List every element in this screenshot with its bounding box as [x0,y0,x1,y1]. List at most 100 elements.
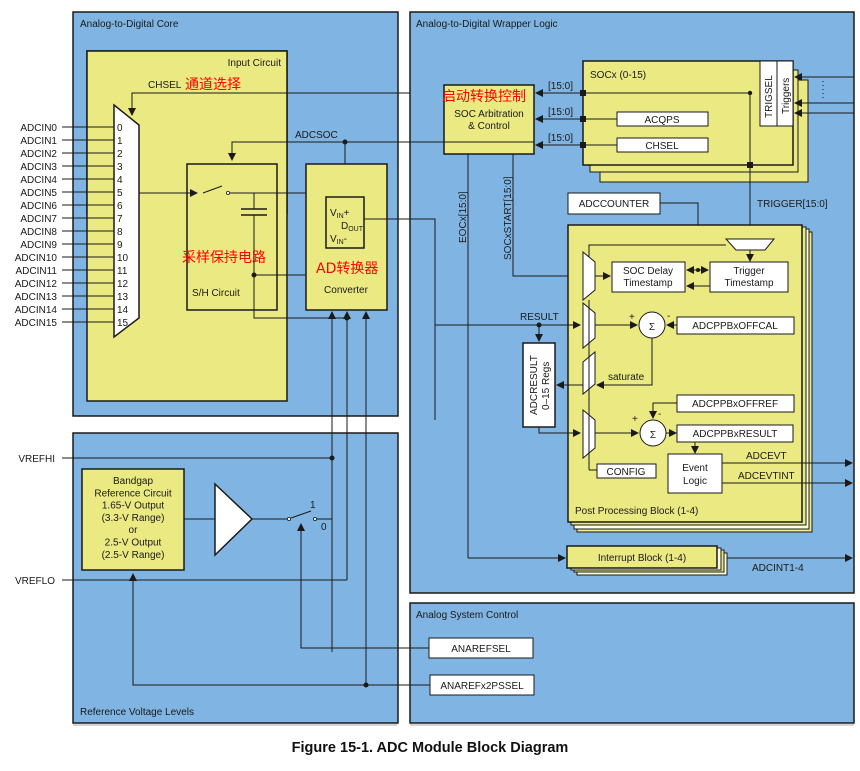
vin-minus-label: VIN- [330,234,347,246]
adcin-pin-label: ADCIN8 [20,227,57,238]
ppb-mux-1 [582,250,596,302]
panel-core-title: Analog-to-Digital Core [80,19,179,30]
bus-label-3: [15:0] [548,133,573,144]
adcin-pin-label: ADCIN15 [15,318,58,329]
soc-arbitration-line2: & Control [468,121,510,132]
sh-switch-contact [225,190,230,195]
trigger-bus-node [747,162,753,168]
mux-input-number: 6 [117,201,123,212]
config-register [596,463,657,479]
mux-input-number: 3 [117,162,123,173]
mux-input-number: 12 [117,279,129,290]
sigma2-plus: + [632,414,638,425]
soc-delay-timestamp [611,261,686,293]
mux-input-number: 0 [117,123,123,134]
vrefhi-junction [329,455,335,461]
adcin-pin-label: ADCIN11 [16,266,58,277]
eocx-label: EOCx[15:0] [458,191,469,243]
adcsoc-line [228,141,410,161]
sigma2-symbol: Σ [650,430,656,441]
trigger-bus-label: TRIGGER[15:0] [757,199,828,210]
adcin-pin-label: ADCIN5 [20,188,57,199]
mux-input-number: 4 [117,175,123,186]
chsel-annotation: 通道选择 [185,77,241,93]
adcevt-label: ADCEVT [746,451,787,462]
adcin-pin-label: ADCIN4 [20,175,57,186]
triggers-label: Triggers [781,78,792,114]
adcin-pin-label: ADCIN2 [20,149,57,160]
socxstart-line [512,154,579,280]
adcresult-line1: ADCRESULT [529,355,540,415]
offcal-label: ADCPPBxOFFCAL [692,321,778,332]
bandgap-line: or [129,525,139,536]
adcresult-to-mux4 [538,427,581,437]
acqps-label: ACQPS [644,115,679,126]
panel-system [409,602,855,724]
adcin-pin-label: ADCIN1 [20,136,57,147]
interrupt-block-label: Interrupt Block (1-4) [598,553,686,564]
soc-delay-line1: SOC Delay [623,266,673,277]
mux-input-number: 1 [117,136,123,147]
bandgap-line: Reference Circuit [94,488,171,499]
dout-line [364,218,436,420]
panel-reference-title: Reference Voltage Levels [80,707,194,718]
socx-title: SOCx (0-15) [590,70,646,81]
input-circuit-title: Input Circuit [228,58,282,69]
adcresult-line2: 0–15 Regs [541,362,552,410]
bus-node-3 [580,142,586,148]
adc-core-box [325,196,365,249]
vreflo-label: VREFLO [15,576,55,587]
event-line1: Event [682,463,708,474]
chsel-label: CHSEL [148,80,182,91]
cap-ground-line [253,215,345,319]
sh-annotation: 采样保持电路 [182,250,266,266]
anarefsel-line [297,523,430,649]
adcint-label: ADCINT1-4 [752,563,804,574]
sigma1-saturate [596,338,653,389]
ref-switch [290,510,312,519]
chsel-register [616,137,709,153]
anarefsel-label: ANAREFSEL [451,644,511,655]
sigma1-symbol: Σ [649,322,655,333]
bus-label-2: [15:0] [548,107,573,118]
soc-delay-line2: Timestamp [623,278,673,289]
trigsel-label: TRIGSEL [764,75,775,118]
mux-input-number: 5 [117,188,123,199]
adcin-pin-label: ADCIN6 [20,201,57,212]
result-label: RESULT [520,312,559,323]
figure-caption: Figure 15-1. ADC Module Block Diagram [292,740,569,756]
sh-switch [202,185,223,194]
mux-input-number: 10 [117,253,129,264]
anarefx2pssel-line [129,573,430,686]
bus-node-1 [580,90,586,96]
adcresult-registers [522,342,556,428]
converter-annotation: AD转换器 [316,260,378,277]
interrupt-block [566,545,718,569]
sigma2-minus: - [658,409,661,420]
triggers-register [776,60,794,127]
adcin-pin-label: ADCIN7 [20,214,57,225]
anarefx2pssel-register [429,674,535,696]
anarefx2pssel-label: ANAREFx2PSSEL [440,681,524,692]
trigger-ts-line1: Trigger [733,266,765,277]
panel-system-title: Analog System Control [416,610,518,621]
dout-label: DOUT [341,221,364,233]
bandgap-line: 2.5-V Output [105,538,162,549]
bandgap-line: (3.3-V Range) [102,513,165,524]
mux-input-number: 14 [117,305,129,316]
mux-input-number: 8 [117,227,123,238]
adcin-pin-label: ADCIN9 [20,240,57,251]
bandgap-block [81,468,185,571]
bandgap-line: (2.5-V Range) [102,550,165,561]
bus-node-2 [580,116,586,122]
adcevtint-label: ADCEVTINT [738,471,795,482]
mux-input-number: 7 [117,214,123,225]
converter-title: Converter [324,285,369,296]
adcin-pin-label: ADCIN14 [15,305,58,316]
event-logic [667,453,723,494]
soc-arbitration-annotation: 启动转换控制 [442,88,526,105]
vin-plus-label: VIN+ [330,208,350,220]
